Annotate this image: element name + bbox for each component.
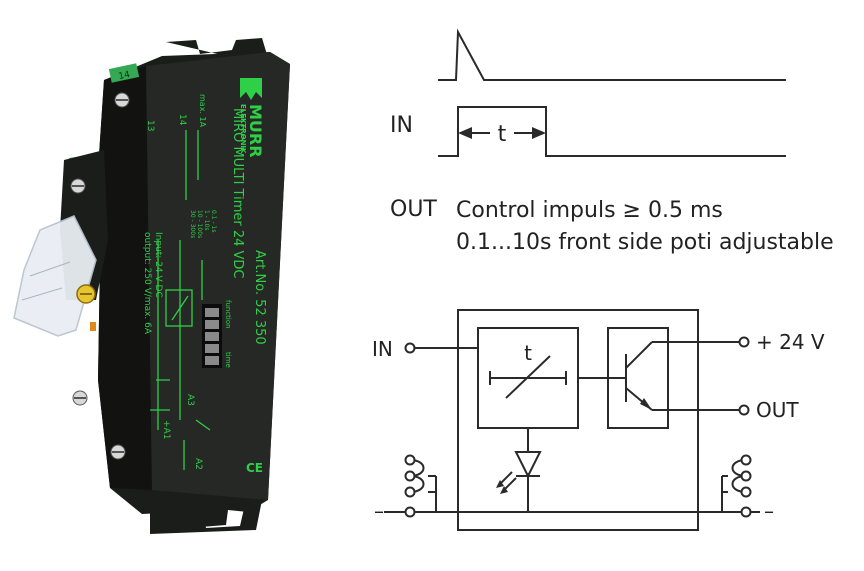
dip-switch-1 [205, 308, 219, 317]
svg-text:0.1 - 1s: 0.1 - 1s [210, 210, 217, 232]
terminal-in-icon [404, 342, 416, 354]
svg-text:30 - 300s: 30 - 300s [189, 210, 196, 238]
timing-diagram [438, 28, 786, 157]
led-light-arrow [499, 471, 513, 485]
housing-terminal-13: 13 [145, 120, 155, 131]
terminal-screws [70, 92, 130, 460]
svg-text:10 - 100s: 10 - 100s [196, 210, 203, 238]
arrow-right-icon [532, 127, 546, 139]
relay-module: 14 13 [13, 38, 290, 534]
dip-switch-block [202, 304, 222, 368]
brand-top: MURR [246, 104, 265, 158]
description-line-2: 0.1...10s front side poti adjustable [456, 230, 834, 255]
diode-icon [514, 451, 542, 479]
art-number: Art.No. 52 350 [252, 250, 267, 345]
housing-terminal-14: 14 [177, 114, 187, 126]
din-clip-bottom [150, 498, 262, 534]
housing-artno-text: Art.No. 52 350 [252, 250, 267, 345]
schematic-out-label: OUT [756, 398, 799, 422]
housing-a3-text: A3 [185, 394, 195, 406]
housing-brand-text: MURR ELEKTRONIK [239, 104, 265, 158]
terminal-tag-14-text: 14 [118, 70, 132, 82]
block-schematic [384, 309, 760, 531]
dip-switch-3 [205, 332, 219, 341]
schematic-plus24-label: + 24 V [756, 330, 825, 354]
murr-logo-icon [240, 78, 262, 100]
svg-text:+A1: +A1 [161, 420, 171, 439]
housing-function-text: function [224, 300, 232, 329]
printed-circuit-lines [150, 130, 211, 470]
terminal-ground-right-icon [740, 506, 752, 518]
svg-text:1 - 10s: 1 - 10s [203, 210, 210, 231]
timing-out-label: OUT [390, 197, 437, 222]
impulse-waveform [438, 28, 786, 81]
terminal-ground-left-icon [404, 506, 416, 518]
terminal-tag-14 [108, 63, 140, 83]
svg-text:A2: A2 [193, 458, 203, 470]
input-spec: Input: 24 V DC [153, 232, 163, 298]
svg-text:13: 13 [145, 120, 155, 131]
terminal-out-icon [738, 404, 750, 416]
dip-switch-2 [205, 320, 219, 329]
housing-time-table: 0.1 - 1s 1 - 10s 10 - 100s 30 - 300s [189, 210, 217, 238]
schematic-minus-right: – [764, 499, 774, 523]
description-line-1: Control impuls ≥ 0.5 ms [456, 198, 723, 223]
housing-time-text: time [224, 352, 232, 368]
housing-a2-text: A2 [193, 458, 203, 470]
adjust-slash [505, 355, 551, 399]
terminal-plus24-icon [738, 336, 750, 348]
arrow-left-icon [458, 127, 472, 139]
timing-t-label: t [498, 122, 507, 147]
schematic-minus-left: – [374, 499, 384, 523]
svg-text:A3: A3 [185, 394, 195, 406]
housing-side [96, 66, 152, 490]
product-name: MIRO MULTI Timer 24 VDC [230, 108, 245, 279]
dip-switch-4 [205, 344, 219, 353]
svg-text:function: function [224, 300, 232, 329]
emitter-arrow-icon [640, 398, 652, 410]
housing-max-text: max. 1A [198, 94, 207, 128]
svg-text:time: time [224, 352, 232, 368]
module-outline [457, 309, 699, 531]
housing-front [146, 52, 290, 500]
schematic-t-label: t [524, 341, 532, 365]
ce-mark: CE [246, 461, 263, 475]
in-waveform [438, 106, 786, 157]
schematic-in-label: IN [372, 337, 393, 361]
timing-in-label: IN [390, 113, 413, 138]
max-current: max. 1A [198, 94, 207, 128]
svg-text:14: 14 [177, 114, 187, 126]
housing-product-text: MIRO MULTI Timer 24 VDC [230, 108, 245, 279]
housing-a1-text: +A1 [161, 420, 171, 439]
housing-spec-text: Input: 24 V DC output: 250 V/max. 6A [142, 232, 163, 335]
transparent-latch [13, 215, 97, 337]
dip-switch-5 [205, 356, 219, 365]
terminal-circles [404, 336, 752, 518]
output-spec: output: 250 V/max. 6A [142, 232, 152, 335]
brand-bottom: ELEKTRONIK [239, 104, 247, 154]
led-icon [90, 322, 96, 331]
murr-logo [240, 78, 262, 100]
